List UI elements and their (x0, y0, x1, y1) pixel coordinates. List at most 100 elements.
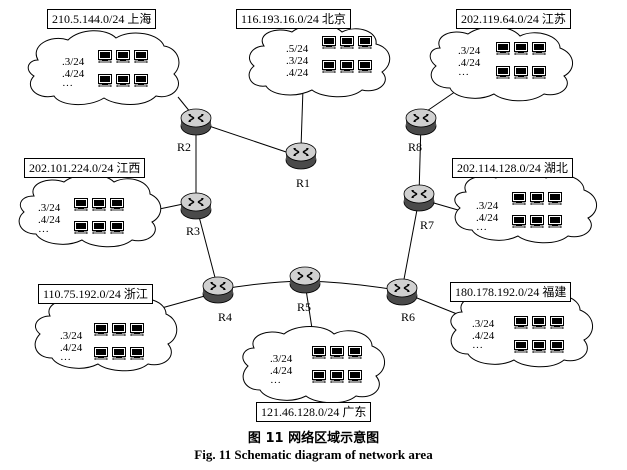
router-icon (202, 276, 234, 304)
area-label-jiangsu: 202.119.64.0/24 江苏 (456, 9, 571, 29)
computer-icon (134, 74, 148, 87)
subnet-line: ··· (458, 69, 469, 81)
computer-icon (340, 36, 354, 49)
area-label-guangdong: 121.46.128.0/24 广东 (256, 402, 372, 422)
subnet-line: ··· (270, 377, 281, 389)
computer-icon (348, 370, 362, 383)
subnet-line: .4/24 (38, 214, 61, 226)
computer-icon (358, 60, 372, 73)
computer-icon (322, 60, 336, 73)
router-label-r1: R1 (296, 176, 311, 190)
computer-icon (512, 215, 526, 228)
subnet-line: .4/24 (60, 342, 83, 354)
link-beijing-r1 (300, 87, 304, 149)
computer-icon (74, 221, 88, 234)
subnet-line: .3/24 (458, 45, 481, 57)
area-label-fujian: 180.178.192.0/24 福建 (450, 282, 572, 302)
computer-icon (532, 42, 546, 55)
computer-icon (514, 66, 528, 79)
computer-icon (92, 198, 106, 211)
figure-caption-chinese: 图 11 网络区域示意图 (247, 431, 380, 446)
computer-icon (550, 340, 564, 353)
computer-icon (92, 221, 106, 234)
router-label-r7: R7 (420, 218, 435, 232)
link-r2-r1 (196, 121, 302, 158)
subnet-line: .4/24 (472, 330, 495, 342)
subnet-line: .3/24 (286, 55, 309, 67)
computer-icon (110, 198, 124, 211)
subnet-line: .3/24 (38, 202, 61, 214)
cloud-guangdong (242, 326, 385, 404)
router-label-r2: R2 (177, 140, 192, 154)
subnets-shanghai: .3/24 .4/24 ··· (62, 56, 84, 92)
subnet-line: ··· (472, 342, 483, 354)
subnet-line: ··· (62, 80, 73, 92)
subnet-line: .3/24 (476, 200, 499, 212)
computer-icon (134, 50, 148, 63)
computer-icon (116, 50, 130, 63)
computer-icon (130, 323, 144, 336)
subnet-line: .4/24 (476, 212, 499, 224)
computer-icon (74, 198, 88, 211)
router-icon (285, 142, 317, 170)
computer-icon (94, 347, 108, 360)
computer-icon (110, 221, 124, 234)
computer-icon (532, 316, 546, 329)
subnets-fujian: .3/24 .4/24 ··· (472, 318, 494, 354)
subnet-line: .3/24 (60, 330, 83, 342)
cloud-shanghai (27, 30, 180, 105)
area-label-beijing: 116.193.16.0/24 北京 (236, 9, 351, 29)
computer-icon (130, 347, 144, 360)
computer-icon (358, 36, 372, 49)
computer-icon (312, 370, 326, 383)
subnet-line: ··· (476, 224, 487, 236)
subnets-zhejiang: .3/24 .4/24 ··· (60, 330, 82, 366)
computer-icon (98, 50, 112, 63)
link-zhejiang-r4 (157, 293, 213, 310)
computer-icon (514, 316, 528, 329)
computer-icon (112, 347, 126, 360)
computer-icon (530, 215, 544, 228)
computer-icon (98, 74, 112, 87)
computer-icon (330, 346, 344, 359)
computer-icon (340, 60, 354, 73)
computer-icon (496, 66, 510, 79)
router-label-r4: R4 (218, 310, 233, 324)
computer-icon (112, 323, 126, 336)
subnet-line: .3/24 (62, 56, 85, 68)
computer-icon (348, 346, 362, 359)
area-label-zhejiang: 110.75.192.0/24 浙江 (38, 284, 153, 304)
router-icon (289, 266, 321, 294)
subnets-guangdong: .3/24 .4/24 ··· (270, 353, 292, 389)
computer-icon (532, 340, 546, 353)
router-label-r8: R8 (408, 140, 423, 154)
subnet-line: .3/24 (270, 353, 293, 365)
subnet-line: .3/24 (472, 318, 495, 330)
subnet-line: .4/24 (62, 68, 85, 80)
subnets-beijing: .5/24 .3/24 .4/24 (286, 43, 308, 79)
router-label-r3: R3 (186, 224, 201, 238)
subnet-line: .4/24 (458, 57, 481, 69)
subnets-hubei: .3/24 .4/24 ··· (476, 200, 498, 236)
router-icon (403, 184, 435, 212)
router-icon (405, 108, 437, 136)
computer-icon (532, 66, 546, 79)
computer-icon (116, 74, 130, 87)
computer-icon (330, 370, 344, 383)
area-label-jiangxi: 202.101.224.0/24 江西 (24, 158, 146, 178)
link-r7-r6 (401, 198, 420, 291)
computer-icon (322, 36, 336, 49)
computer-icon (514, 340, 528, 353)
subnet-line: ··· (60, 354, 71, 366)
computer-icon (312, 346, 326, 359)
computer-icon (548, 192, 562, 205)
subnets-jiangsu: .3/24 .4/24 ··· (458, 45, 480, 81)
subnet-line: .4/24 (286, 67, 309, 79)
routers (180, 108, 437, 306)
router-label-r5: R5 (297, 300, 312, 314)
subnet-line: ··· (38, 226, 49, 238)
router-icon (180, 192, 212, 220)
computer-icon (548, 215, 562, 228)
computer-icon (512, 192, 526, 205)
